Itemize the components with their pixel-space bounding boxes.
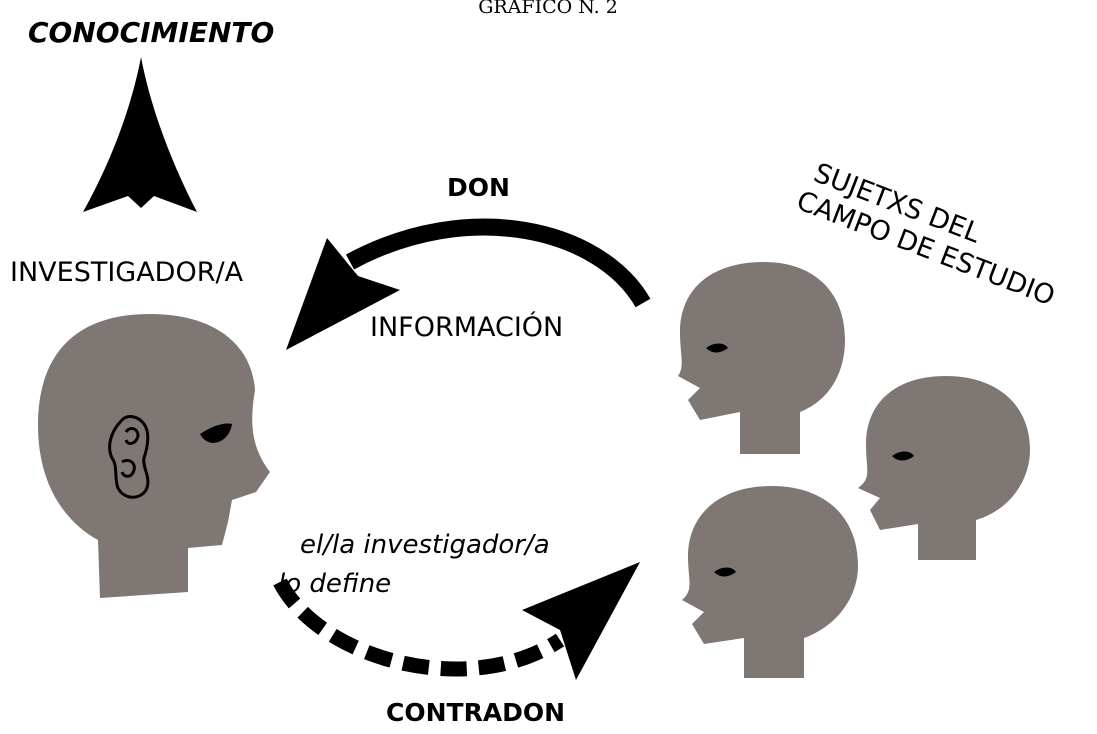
dashed-curved-arrow-icon xyxy=(273,578,565,677)
researcher-eye-icon xyxy=(200,423,232,443)
information-label: INFORMACIÓN xyxy=(370,311,563,343)
subject-head-icon xyxy=(858,376,1030,560)
countergift-label: CONTRADON xyxy=(386,698,565,727)
figure-caption: GRÁFICO N. 2 xyxy=(478,0,618,18)
researcher-head-icon xyxy=(38,314,270,598)
gift-label: DON xyxy=(447,173,510,202)
curved-arrow-icon xyxy=(345,218,651,308)
knowledge-label: CONOCIMIENTO xyxy=(28,16,274,49)
subject-head-icon xyxy=(678,262,845,454)
ear-icon xyxy=(108,415,150,499)
defined-label-line2: lo define xyxy=(278,569,391,599)
subject-head-icon xyxy=(682,486,858,678)
researcher-label: INVESTIGADOR/A xyxy=(10,257,244,288)
defined-label-line1: el/la investigador/a xyxy=(300,530,550,560)
dashed-arrow-head-icon xyxy=(522,562,640,680)
up-arrow-icon xyxy=(83,57,197,212)
subjects-label: SUJETXS DEL CAMPO DE ESTUDIO xyxy=(792,158,1059,313)
curved-arrow-head-icon xyxy=(286,238,400,350)
